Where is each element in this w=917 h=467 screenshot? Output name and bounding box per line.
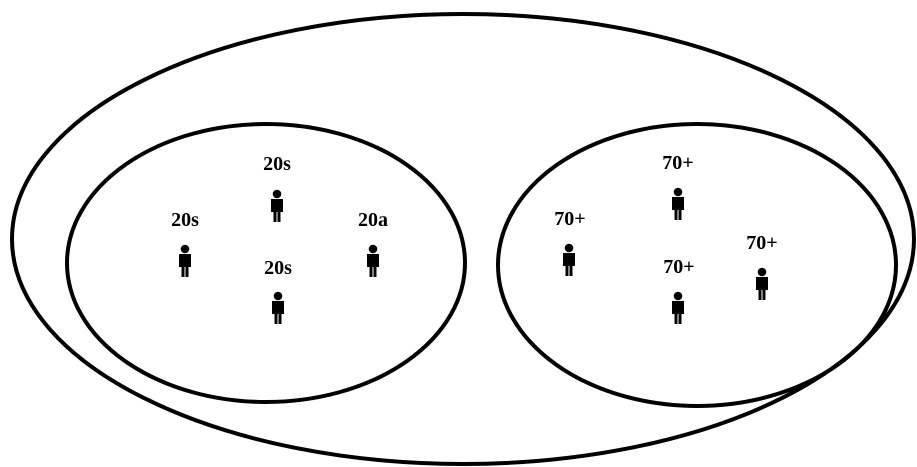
person-icon xyxy=(271,291,285,325)
person-older-2: 70+ xyxy=(554,208,586,277)
person-label: 20s xyxy=(263,153,291,175)
person-icon xyxy=(562,243,576,277)
person-icon xyxy=(270,189,284,223)
person-label: 20s xyxy=(264,257,292,279)
person-label: 20a xyxy=(358,209,388,231)
person-young-3: 20a xyxy=(358,209,388,278)
outer-population-ellipse xyxy=(10,12,916,466)
person-young-2: 20s xyxy=(171,209,199,278)
person-label: 70+ xyxy=(746,232,777,254)
person-icon xyxy=(366,244,380,278)
young-group-ellipse xyxy=(65,122,467,404)
person-older-3: 70+ xyxy=(746,232,778,301)
person-icon xyxy=(178,244,192,278)
person-icon xyxy=(671,187,685,221)
person-young-4: 20s xyxy=(264,257,292,325)
person-label: 70+ xyxy=(662,152,693,174)
person-older-4: 70+ xyxy=(663,256,695,325)
ellipse-gap xyxy=(521,178,531,188)
person-older-1: 70+ xyxy=(662,152,694,221)
person-label: 70+ xyxy=(554,208,585,230)
person-young-1: 20s xyxy=(263,153,291,223)
person-icon xyxy=(671,291,685,325)
person-icon xyxy=(755,267,769,301)
person-label: 20s xyxy=(171,209,199,231)
older-group-ellipse xyxy=(496,122,898,408)
person-label: 70+ xyxy=(663,256,694,278)
